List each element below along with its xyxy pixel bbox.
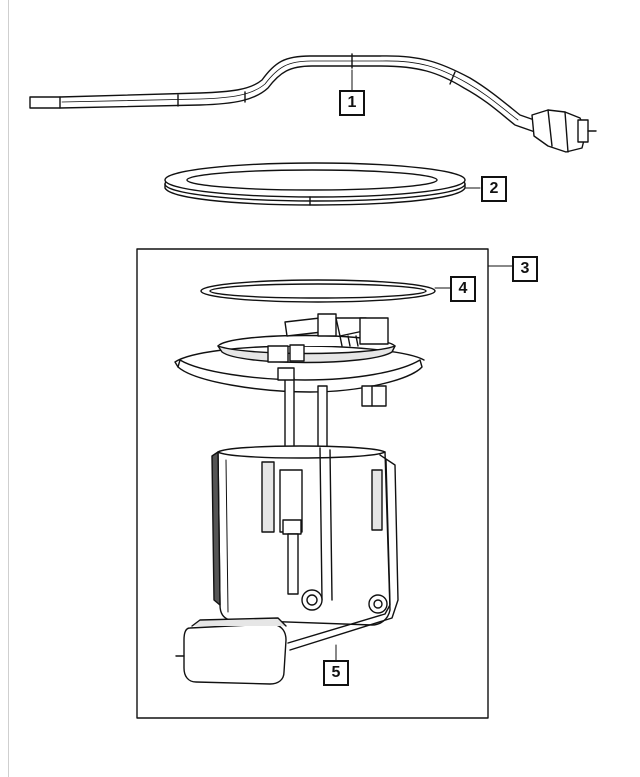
pump-module-flange [174,313,425,407]
seal-ring-part-4 [200,279,451,303]
callout-2: 2 [481,176,507,202]
callout-1: 1 [339,90,365,116]
callout-5: 5 [323,660,349,686]
page-edge-rule [8,0,9,777]
callout-4: 4 [450,276,476,302]
module-kit-border-part-3 [136,248,489,719]
lock-ring-part-2 [164,162,481,206]
level-sender-float-part-5 [175,617,337,685]
wiring-harness-part-1 [29,53,597,153]
fuel-reservoir-bucket [211,445,399,651]
callout-3: 3 [512,256,538,282]
